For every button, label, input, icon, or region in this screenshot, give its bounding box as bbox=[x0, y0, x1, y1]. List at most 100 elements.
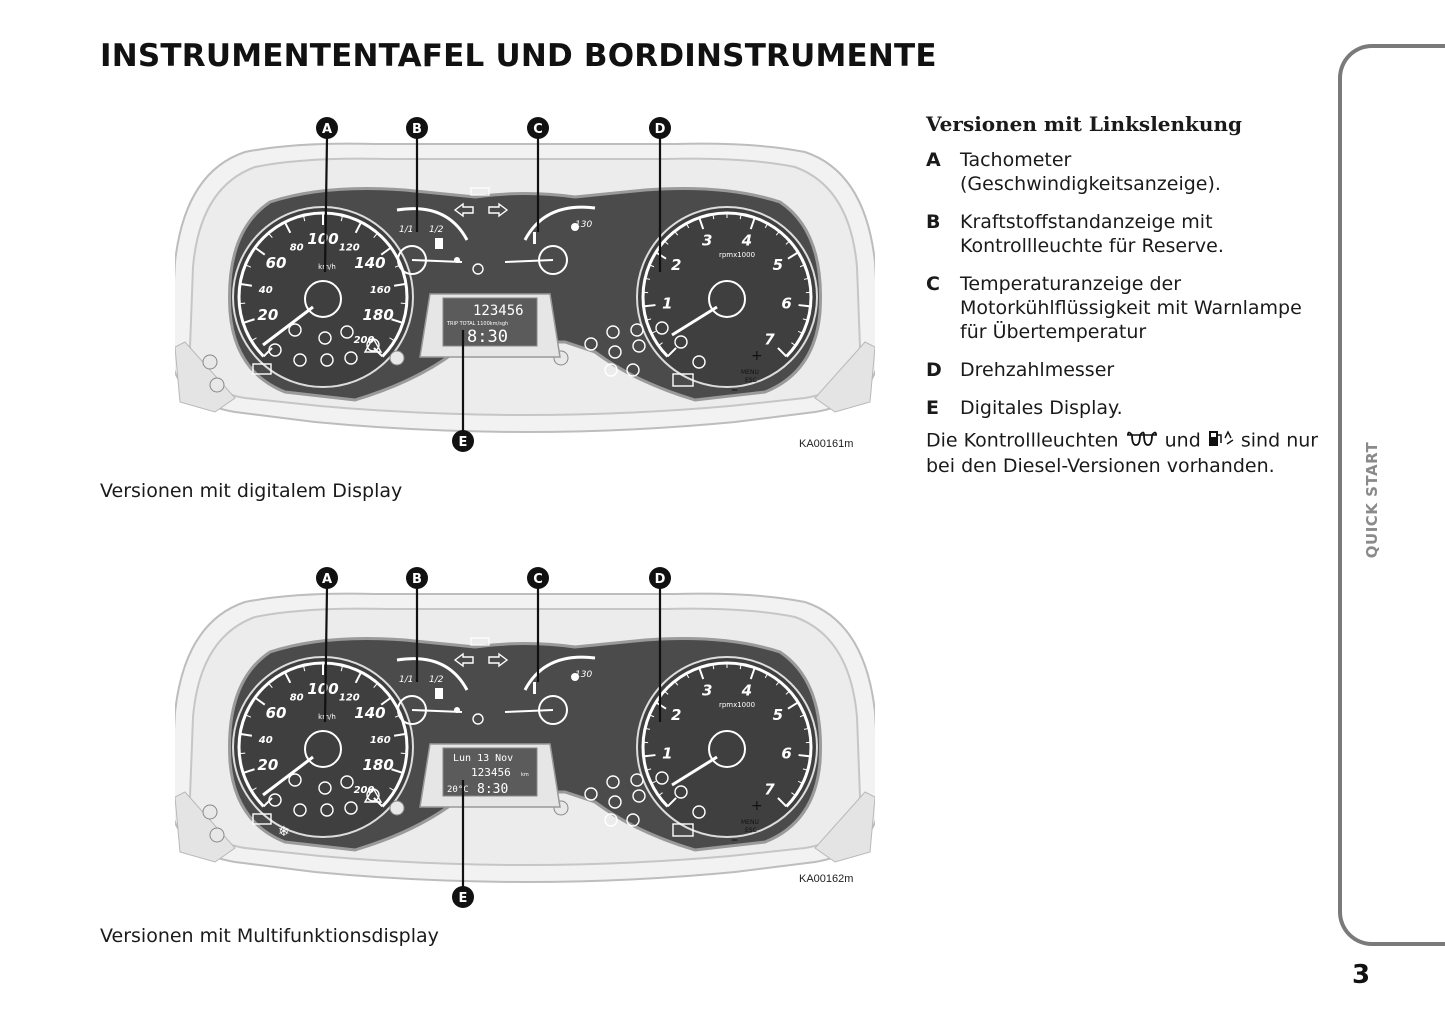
speed-unit: km/h bbox=[318, 263, 336, 271]
airbag-icon bbox=[293, 803, 307, 817]
callout-marker bbox=[452, 430, 474, 452]
tachometer-tick bbox=[798, 754, 811, 758]
rpm-unit: rpmx1000 bbox=[719, 251, 755, 259]
note-text: sind nur bei den Diesel-Versionen vorhan… bbox=[926, 429, 1319, 478]
overtemp-lamp bbox=[571, 673, 579, 681]
airbag-passenger-icon bbox=[626, 813, 640, 827]
display-odometer: 123456 bbox=[473, 303, 524, 319]
engine-icon bbox=[584, 337, 598, 351]
plus-button[interactable]: + bbox=[751, 798, 763, 814]
minus-button[interactable]: – bbox=[731, 382, 738, 398]
tachometer-tick bbox=[802, 768, 808, 771]
speedometer-label: 120 bbox=[339, 692, 360, 703]
speedometer-tick bbox=[302, 665, 306, 672]
front-fog-icon bbox=[389, 350, 405, 366]
speedometer-label: 120 bbox=[339, 242, 360, 253]
tachometer-tick bbox=[644, 727, 651, 730]
tachometer-tick bbox=[791, 792, 796, 797]
tachometer-tick bbox=[685, 223, 690, 229]
speedometer-tick bbox=[283, 671, 292, 684]
tachometer-label: 7 bbox=[764, 780, 775, 798]
rear-defrost-icon bbox=[672, 823, 694, 837]
brake-icon bbox=[318, 781, 332, 795]
airbag-passenger-icon bbox=[626, 363, 640, 377]
tachometer-tick bbox=[787, 251, 799, 260]
esc-button-label[interactable]: ESC bbox=[745, 827, 757, 834]
callout-label: C bbox=[533, 572, 543, 587]
speedometer-label: 80 bbox=[290, 692, 304, 703]
speedometer-hub bbox=[304, 730, 342, 768]
display-trip-label: TRIP TOTAL 1100km/sgh bbox=[446, 321, 508, 327]
tachometer-tick bbox=[643, 754, 656, 758]
callout-leader bbox=[323, 137, 329, 273]
legend-key: A bbox=[926, 149, 941, 171]
figure-code: KA00162m bbox=[799, 873, 854, 885]
tachometer-tick bbox=[664, 690, 669, 695]
snowflake-icon: ❄ bbox=[278, 823, 290, 839]
speedometer-tick bbox=[391, 768, 404, 774]
water-in-fuel-icon bbox=[674, 335, 688, 349]
callout-marker bbox=[527, 567, 549, 589]
warning-triangle-icon bbox=[363, 336, 383, 353]
speedometer-tick bbox=[239, 282, 253, 287]
speedometer-tick bbox=[373, 232, 378, 239]
left-wing bbox=[175, 791, 236, 863]
glow-plug-icon bbox=[655, 321, 669, 335]
figure-caption: Versionen mit Multifunktionsdisplay bbox=[100, 925, 439, 947]
callout-label: C bbox=[533, 122, 543, 137]
brake-icon bbox=[318, 331, 332, 345]
speedometer-tick bbox=[239, 732, 253, 737]
plus-button[interactable]: + bbox=[751, 348, 763, 364]
esc-button-label[interactable]: ESC bbox=[745, 377, 757, 384]
rear-defrost-icon bbox=[672, 373, 694, 387]
tachometer-tick bbox=[674, 681, 679, 686]
seatbelt-passenger-icon bbox=[692, 805, 706, 819]
tachometer-tick bbox=[803, 277, 810, 280]
tachometer-label: 6 bbox=[781, 295, 791, 313]
menu-button-label[interactable]: MENU bbox=[741, 819, 759, 826]
speedometer-label: 180 bbox=[363, 306, 394, 324]
display-screen bbox=[442, 297, 538, 347]
steering-icon bbox=[320, 803, 334, 817]
battery-icon bbox=[606, 325, 620, 339]
tachometer-tick bbox=[797, 330, 803, 334]
callout-label: D bbox=[655, 572, 666, 587]
callout-label: A bbox=[322, 122, 332, 137]
trailer-icon bbox=[470, 637, 490, 646]
tachometer-label: 5 bbox=[773, 256, 783, 274]
tachometer-tick bbox=[644, 277, 651, 280]
tachometer-tick bbox=[712, 664, 715, 670]
display-screen bbox=[442, 747, 538, 797]
tachometer-tick bbox=[646, 768, 652, 771]
tachometer-tick bbox=[799, 264, 805, 268]
speedometer-tick bbox=[389, 787, 395, 792]
right-wing bbox=[814, 791, 875, 863]
windshield-defrost-icon bbox=[252, 363, 272, 375]
speedometer-tick bbox=[380, 696, 392, 706]
airbag-off-icon bbox=[632, 339, 646, 353]
tachometer-label: 7 bbox=[764, 330, 775, 348]
speedometer-tick bbox=[242, 318, 255, 324]
turn-left-icon bbox=[453, 652, 474, 668]
speedometer-label: 20 bbox=[257, 306, 278, 324]
menu-button-label[interactable]: MENU bbox=[741, 369, 759, 376]
legend-text: Temperaturanzeige der Motorkühlflüssigke… bbox=[960, 273, 1302, 343]
door-icon bbox=[604, 363, 618, 377]
legend-item: B Kraftstoffstandanzeige mit Kontrollleu… bbox=[926, 210, 1321, 258]
tachometer-tick bbox=[785, 240, 790, 245]
tachometer-tick bbox=[712, 214, 715, 220]
tachometer-tick bbox=[646, 318, 652, 321]
speedometer-tick bbox=[254, 246, 266, 256]
speedometer-label: 60 bbox=[266, 254, 287, 272]
tachometer-needle bbox=[671, 755, 718, 787]
temp-gauge-needle bbox=[504, 259, 554, 263]
temp-gauge-needle bbox=[504, 709, 554, 713]
section-tab-label: QUICK START bbox=[1363, 441, 1381, 559]
display-odometer: 123456 bbox=[471, 766, 511, 779]
reserve-lamp bbox=[454, 707, 460, 713]
display-clock: 8:30 bbox=[467, 327, 508, 347]
minus-button[interactable]: – bbox=[731, 832, 738, 848]
tachometer-tick bbox=[785, 690, 790, 695]
